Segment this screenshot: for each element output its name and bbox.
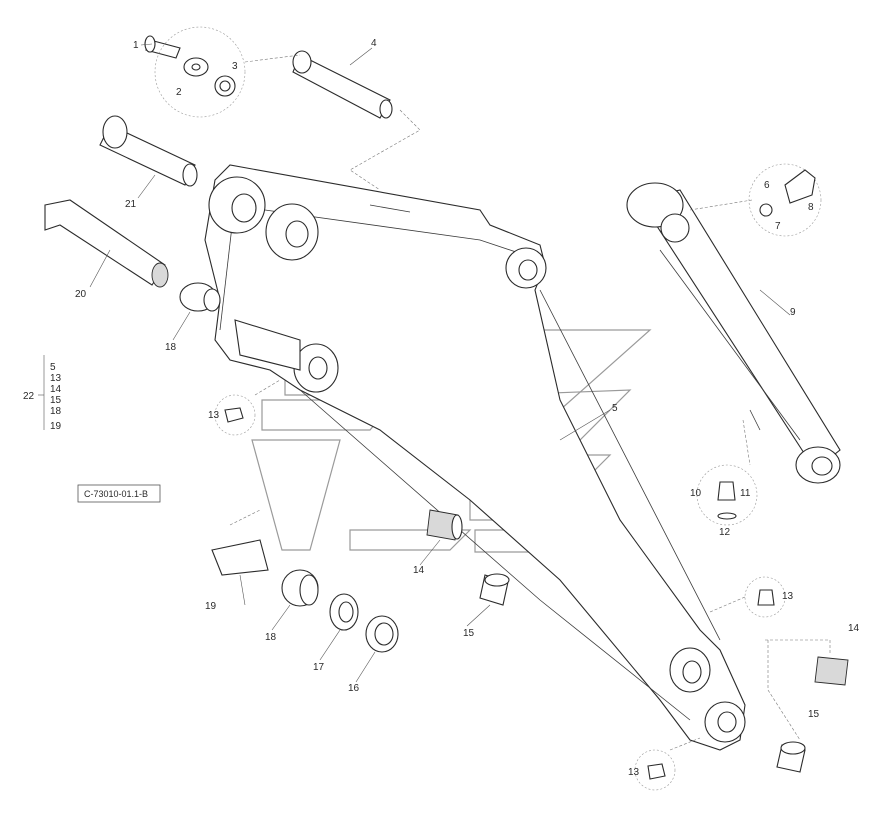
callout-10: 10 [690,488,702,499]
spacer-3 [214,75,236,97]
callout-19: 19 [205,601,217,612]
callout-15-right: 15 [808,709,820,720]
kit-list: 5 13 14 15 18 19 [50,362,62,432]
callout-8: 8 [808,202,814,213]
bushing-14-right [814,656,849,686]
kit-item: 14 [50,384,62,395]
callout-11: 11 [740,488,751,499]
callout-13-lower: 13 [628,767,640,778]
callout-14-right: 14 [848,623,860,634]
drawing-reference-text: C-73010-01.1-B [84,489,148,499]
grease-fitting-13-right [744,576,786,618]
grease-fitting-13-upper [214,394,256,436]
washer-2 [183,57,209,77]
fitting-10-11-12 [696,464,758,526]
kit-item: 19 [50,421,62,432]
callout-14-center: 14 [413,565,425,576]
bushing-18-lower [281,569,319,607]
callout-13-upper: 13 [208,410,220,421]
callout-21: 21 [125,199,137,210]
callout-18-upper: 18 [165,342,177,353]
callout-5-center: 5 [612,403,618,414]
pin-20 [44,199,169,288]
callout-4: 4 [371,38,377,49]
leader-lines [38,43,831,751]
sleeve-19 [211,539,269,576]
bushing-15-center [479,573,510,606]
washer-17 [329,593,359,631]
callout-16: 16 [348,683,360,694]
bushing-18-upper [179,282,221,312]
bolt-1 [144,35,181,59]
callout-20: 20 [75,289,87,300]
kit-item: 5 [50,362,56,373]
elbow-fitting-8 [748,163,822,237]
callout-2: 2 [176,87,182,98]
callout-15-center: 15 [463,628,475,639]
pin-21 [99,115,198,187]
callout-3: 3 [232,61,238,72]
bushing-14-center [426,509,463,541]
callout-7: 7 [775,221,781,232]
boom-arm [204,164,746,751]
callout-6: 6 [764,180,770,191]
callout-labels: 1 2 3 4 21 20 18 22 13 6 7 8 9 5 10 11 1… [23,38,860,778]
callout-13-right: 13 [782,591,794,602]
callout-9: 9 [790,307,796,318]
bearing-16 [365,615,399,653]
grease-fitting-13-lower [634,749,676,791]
kit-item: 15 [50,395,62,406]
pin-4 [292,50,393,119]
hydraulic-cylinder [626,182,841,484]
callout-18-lower: 18 [265,632,277,643]
callout-17: 17 [313,662,325,673]
bushing-15-right [776,741,806,773]
drawing-reference: C-73010-01.1-B [77,484,161,503]
kit-item: 13 [50,373,62,384]
callout-1: 1 [133,40,139,51]
kit-item: 18 [50,406,62,417]
callout-12: 12 [719,527,731,538]
callout-22: 22 [23,391,35,402]
